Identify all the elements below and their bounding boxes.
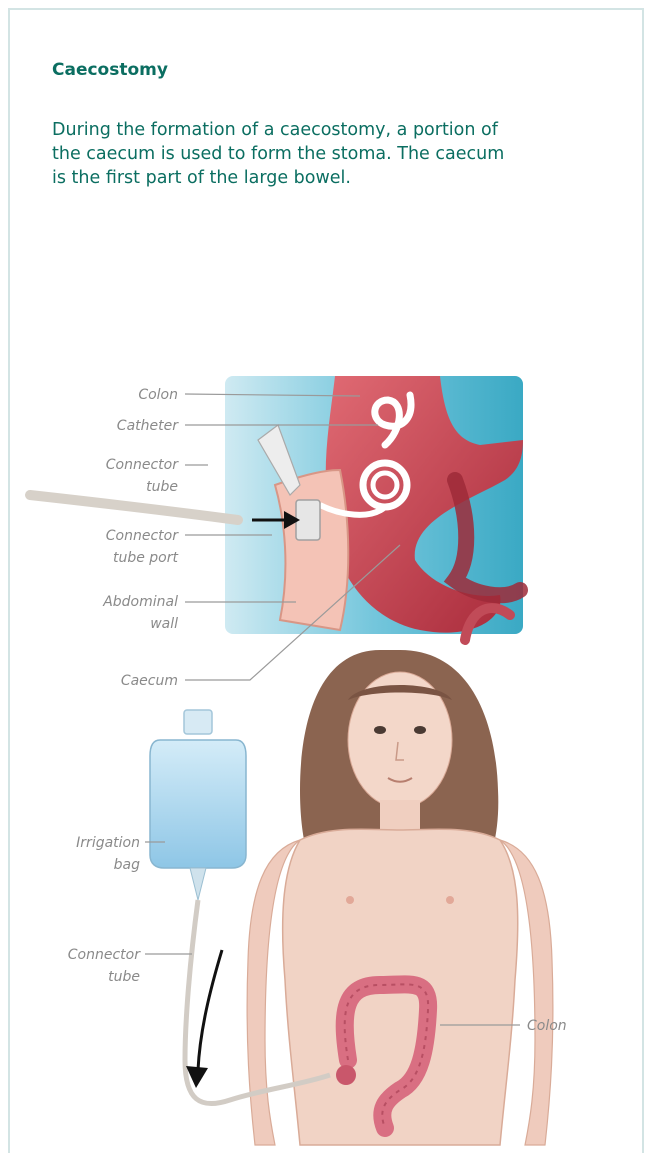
label-connector-port-1: Connector bbox=[106, 528, 179, 544]
label-abdominal-2: wall bbox=[150, 616, 178, 632]
label-connector-tube2-1: Connector bbox=[68, 947, 141, 963]
label-connector-tube-2: tube bbox=[146, 479, 178, 495]
label-catheter: Catheter bbox=[117, 418, 179, 434]
child-figure bbox=[247, 650, 553, 1145]
label-abdominal-1: Abdominal bbox=[102, 594, 178, 610]
label-colon-body: Colon bbox=[527, 1018, 567, 1034]
irrigation-bag bbox=[150, 710, 246, 900]
connector-tube-top bbox=[30, 495, 238, 520]
label-colon-top: Colon bbox=[138, 387, 178, 403]
label-caecum: Caecum bbox=[121, 673, 178, 689]
label-connector-port-2: tube port bbox=[113, 550, 179, 566]
left-eye bbox=[374, 726, 386, 734]
right-eye bbox=[414, 726, 426, 734]
label-irrigation-1: Irrigation bbox=[76, 835, 140, 851]
abdominal-wall bbox=[275, 470, 348, 630]
label-connector-tube-1: Connector bbox=[106, 457, 179, 473]
label-irrigation-2: bag bbox=[114, 857, 140, 873]
label-connector-tube2-2: tube bbox=[108, 969, 140, 985]
